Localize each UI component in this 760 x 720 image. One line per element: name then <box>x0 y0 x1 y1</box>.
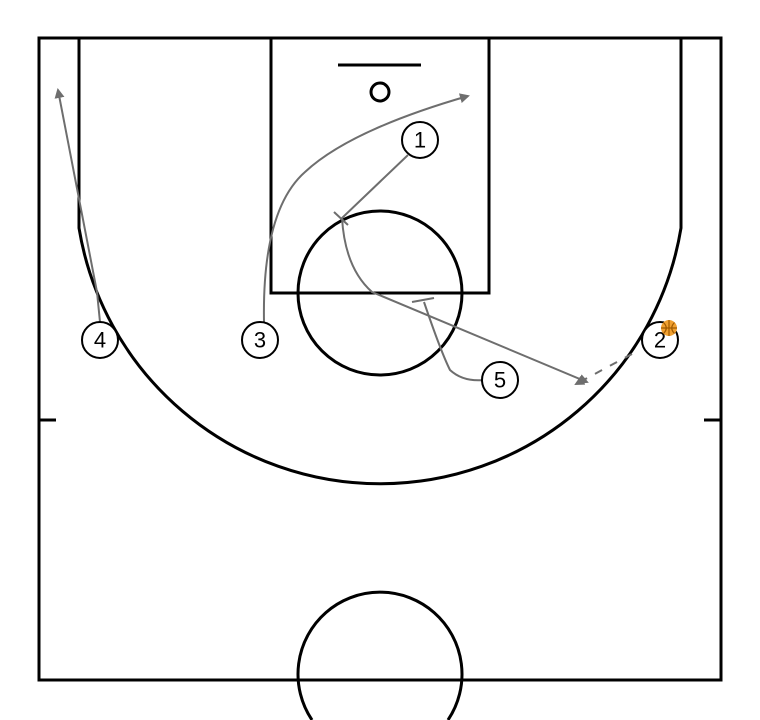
cut-path-1 <box>340 154 589 384</box>
court-lines <box>37 36 723 720</box>
player-3[interactable]: 3 <box>241 321 279 359</box>
cut-path-4 <box>54 88 101 323</box>
player-1-marker <box>401 121 439 159</box>
rim <box>369 81 391 103</box>
player-5[interactable]: 5 <box>481 361 519 399</box>
pass-path-2 <box>574 353 633 385</box>
player-1-label: 1 <box>414 128 426 153</box>
cut-path-3 <box>262 93 470 323</box>
center-circle <box>296 590 464 720</box>
player-3-marker <box>241 321 279 359</box>
free-throw-circle <box>296 209 464 377</box>
player-4-marker <box>81 321 119 359</box>
court-boundary <box>37 36 723 682</box>
screen-path-5 <box>423 301 485 382</box>
players: 1 2 3 4 5 <box>81 121 679 399</box>
basketball-icon <box>661 320 677 336</box>
player-4-label: 4 <box>94 328 106 353</box>
player-2-label: 2 <box>654 328 666 353</box>
player-5-label: 5 <box>494 368 506 393</box>
screen-mark-5 <box>411 297 435 303</box>
player-5-marker <box>481 361 519 399</box>
player-4[interactable]: 4 <box>81 321 119 359</box>
player-1[interactable]: 1 <box>401 121 439 159</box>
movement-paths <box>54 88 633 385</box>
three-point-line <box>77 38 683 486</box>
free-throw-lane <box>269 36 491 295</box>
screen-mark-1 <box>333 211 349 226</box>
player-3-label: 3 <box>254 328 266 353</box>
